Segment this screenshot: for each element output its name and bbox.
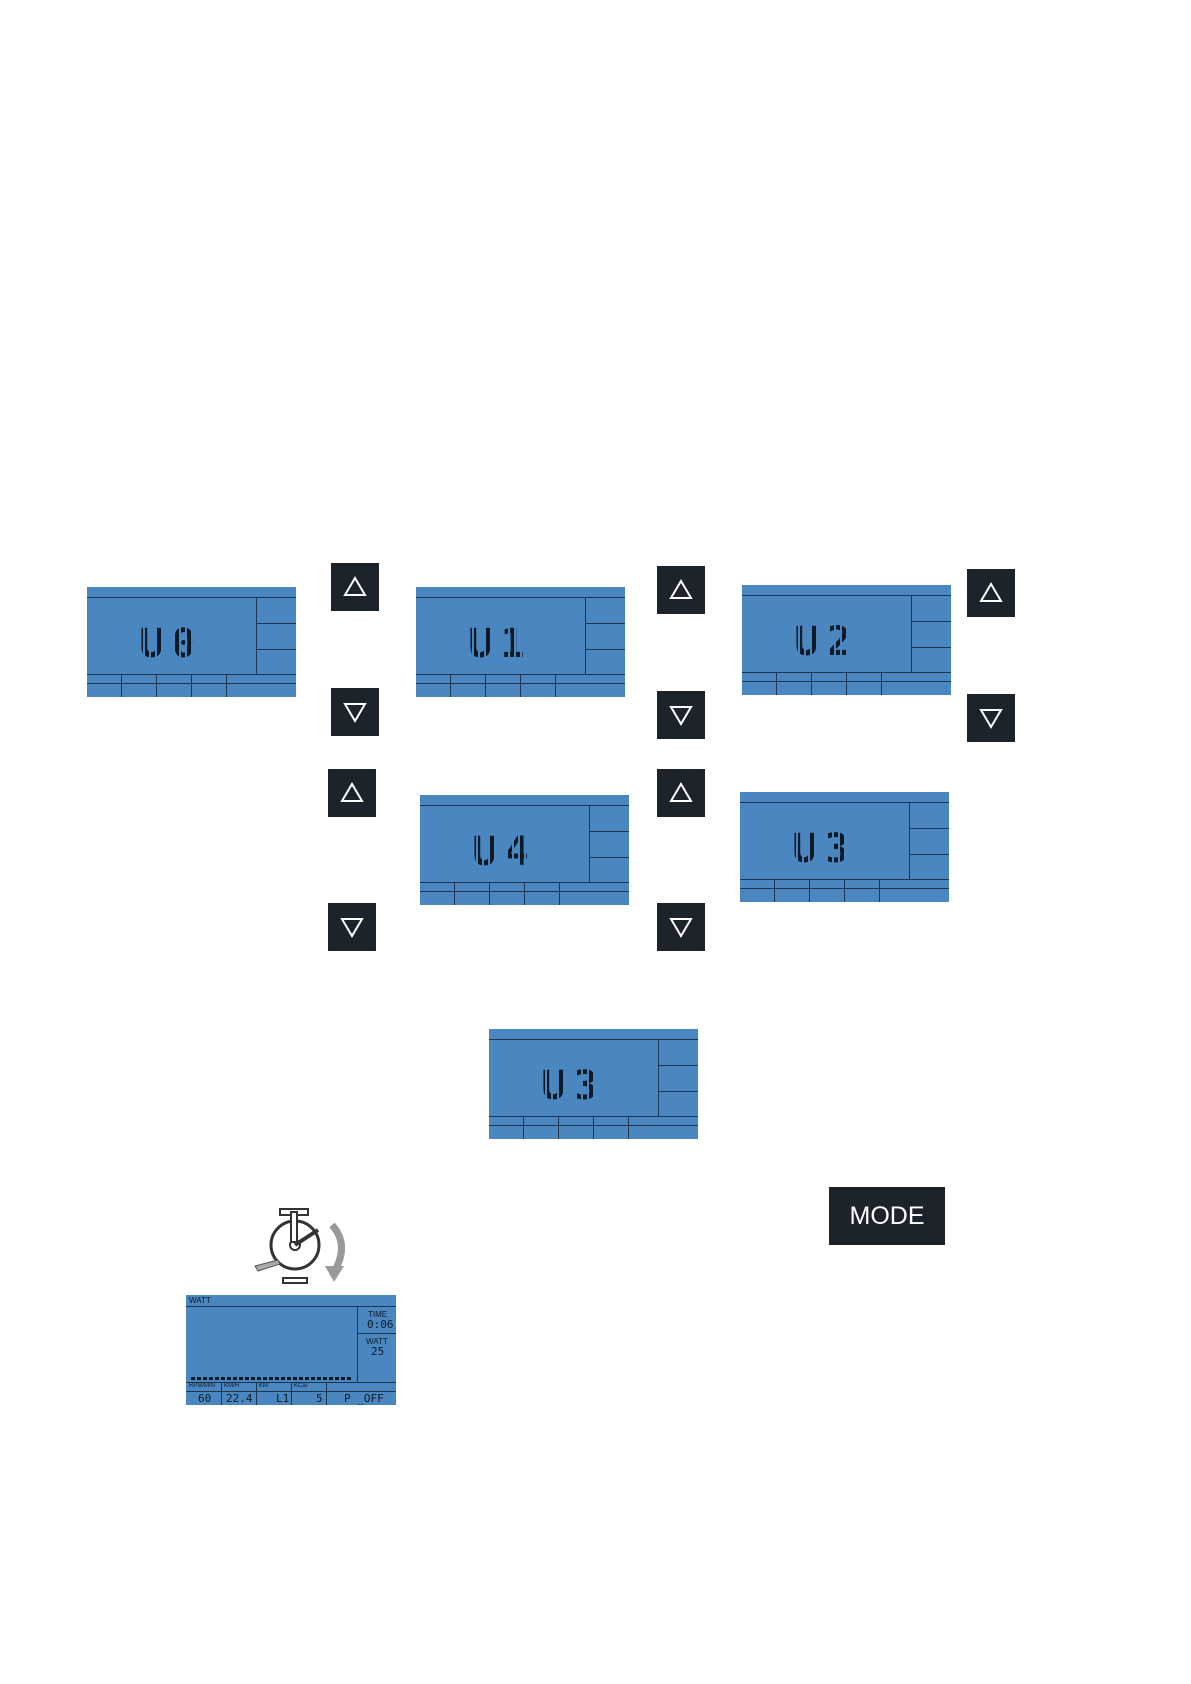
pedal-rotation-icon (250, 1200, 360, 1290)
up-button[interactable] (328, 769, 376, 817)
rpm-value: 60 (198, 1392, 211, 1405)
down-triangle-icon (668, 703, 694, 727)
display-text: U4 (472, 829, 536, 875)
up-triangle-icon (342, 575, 368, 599)
down-triangle-icon (978, 706, 1004, 730)
watt-lcd-display: WATT TIME 0:06 WATT 25 RPM/MIN KM/H KM K… (186, 1295, 396, 1405)
kmh-value: 22.4 (226, 1392, 253, 1405)
down-button[interactable] (657, 691, 705, 739)
lcd-display-u4: U4 (420, 795, 629, 905)
up-button[interactable] (967, 569, 1015, 617)
up-button[interactable] (657, 769, 705, 817)
kcal-label: KCal (294, 1383, 307, 1389)
watt-header: WATT (189, 1296, 211, 1305)
km-label: KM (259, 1383, 268, 1389)
down-button[interactable] (331, 688, 379, 736)
down-triangle-icon (668, 915, 694, 939)
display-text: U1 (468, 621, 532, 667)
down-button[interactable] (657, 903, 705, 951)
km-value: L1 (276, 1392, 289, 1405)
lcd-display-u3-confirmed: U3 (489, 1029, 698, 1139)
display-text: U2 (794, 619, 858, 665)
up-triangle-icon (668, 578, 694, 602)
down-button[interactable] (328, 903, 376, 951)
up-triangle-icon (978, 581, 1004, 605)
lcd-display-u2: U2 (742, 585, 951, 695)
lcd-display-u3: U3 (740, 792, 949, 902)
kmh-label: KM/H (224, 1383, 239, 1389)
down-button[interactable] (967, 694, 1015, 742)
display-text: U0 (139, 621, 203, 667)
mode-button[interactable]: MODE (829, 1187, 945, 1245)
lcd-display-u1: U1 (416, 587, 625, 697)
watt-value: 25 (371, 1345, 384, 1358)
up-triangle-icon (668, 781, 694, 805)
down-triangle-icon (342, 700, 368, 724)
up-triangle-icon (339, 781, 365, 805)
lcd-display-u0: U0 (87, 587, 296, 697)
kcal-value: 5 (316, 1392, 323, 1405)
up-button[interactable] (657, 566, 705, 614)
down-triangle-icon (339, 915, 365, 939)
display-text: U3 (792, 826, 856, 872)
time-value: 0:06 (367, 1318, 394, 1331)
up-button[interactable] (331, 563, 379, 611)
display-text: U3 (541, 1063, 605, 1109)
program-value: P _OFF (344, 1392, 384, 1405)
rpm-label: RPM/MIN (189, 1383, 215, 1389)
